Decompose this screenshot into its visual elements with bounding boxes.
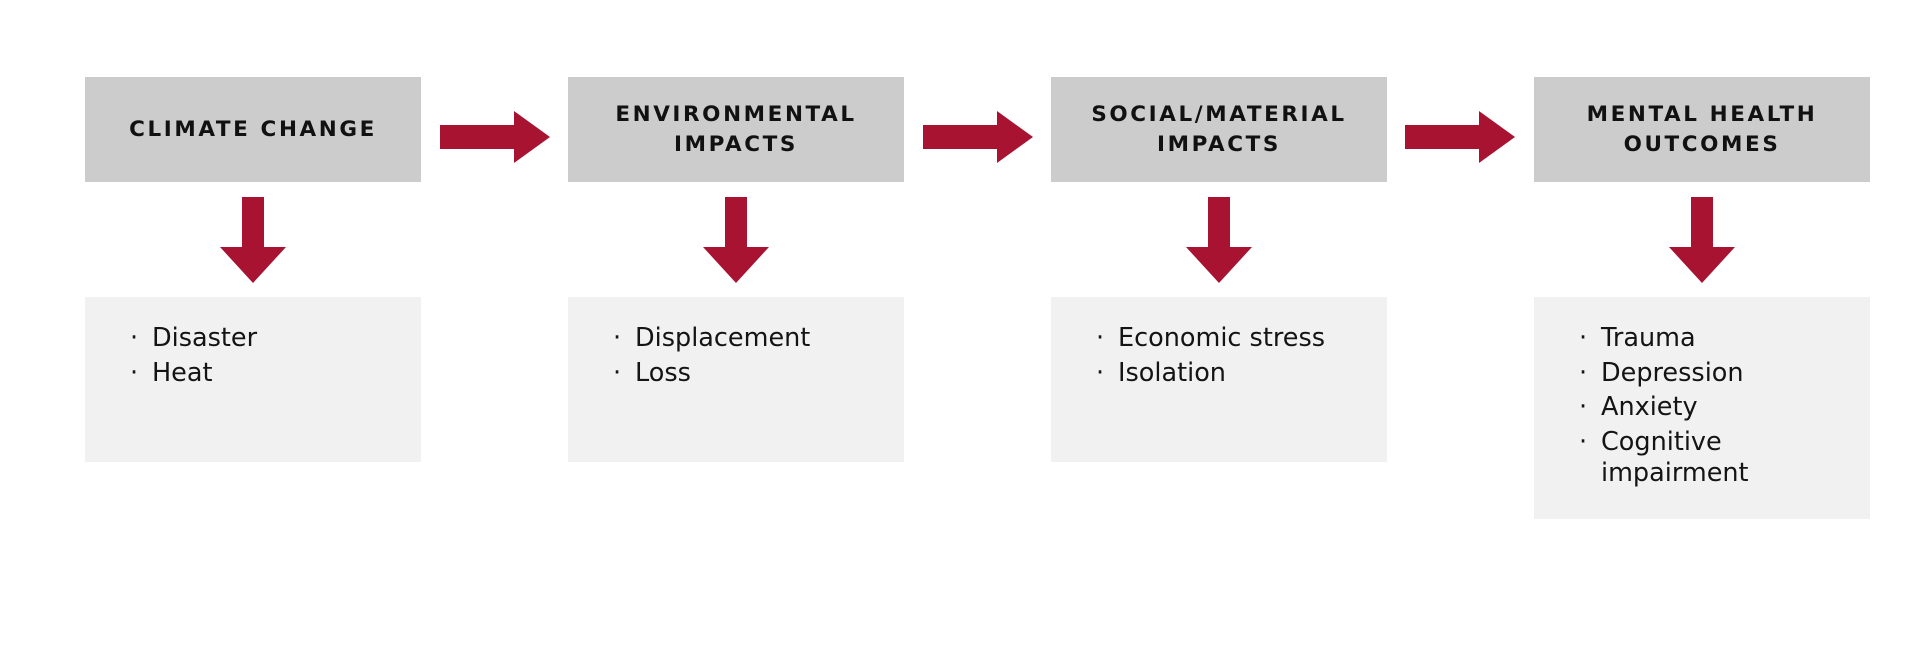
list-item: · Anxiety: [1579, 392, 1848, 424]
connector-arrow-3: [1405, 111, 1515, 163]
connector-arrow-2: [923, 111, 1033, 163]
bullet-icon: ·: [1579, 357, 1588, 388]
list-item: · Cognitive impairment: [1579, 427, 1848, 490]
bullet-icon: ·: [130, 323, 139, 353]
detail-box-climate-change: · Disaster · Heat: [85, 297, 421, 462]
down-arrow-icon: [1669, 196, 1735, 283]
stage-header-label: SOCIAL/MATERIAL IMPACTS: [1091, 102, 1347, 157]
bullet-icon: ·: [1096, 357, 1105, 388]
detail-list-mental-health-outcomes: · Trauma · Depression · Anxiety · Cognit…: [1534, 323, 1870, 490]
list-item-label: Loss: [635, 357, 691, 388]
list-item-label: Isolation: [1118, 357, 1226, 388]
down-arrow-wrap-environmental-impacts: [568, 182, 904, 297]
list-item-label: Depression: [1601, 357, 1744, 388]
list-item: · Displacement: [613, 323, 882, 355]
list-item: · Isolation: [1096, 358, 1365, 390]
flow-columns: CLIMATE CHANGE · Disaster · Heat: [85, 77, 1870, 520]
detail-box-environmental-impacts: · Displacement · Loss: [568, 297, 904, 462]
down-arrow-icon: [220, 196, 286, 283]
bullet-icon: ·: [613, 357, 622, 388]
stage-header-label: ENVIRONMENTAL IMPACTS: [615, 102, 857, 157]
list-item-label: Disaster: [152, 323, 258, 353]
bullet-icon: ·: [1096, 323, 1105, 353]
flow-column-climate-change: CLIMATE CHANGE · Disaster · Heat: [85, 77, 421, 462]
list-item-label: Economic stress: [1118, 323, 1326, 353]
list-item-label: Displacement: [635, 323, 811, 353]
flow-column-social-material-impacts: SOCIAL/MATERIAL IMPACTS · Economic stres…: [1051, 77, 1387, 462]
connector-arrow-1: [440, 111, 550, 163]
stage-header-social-material-impacts: SOCIAL/MATERIAL IMPACTS: [1051, 77, 1387, 182]
stage-header-label: MENTAL HEALTH OUTCOMES: [1586, 102, 1818, 157]
detail-list-social-material-impacts: · Economic stress · Isolation: [1051, 323, 1387, 389]
bullet-icon: ·: [1579, 323, 1588, 353]
list-item-label: Anxiety: [1601, 392, 1698, 423]
flow-column-mental-health-outcomes: MENTAL HEALTH OUTCOMES · Trauma · Depres…: [1534, 77, 1870, 520]
list-item: · Heat: [130, 358, 399, 390]
bullet-icon: ·: [1579, 392, 1588, 423]
list-item-label: Cognitive impairment: [1601, 426, 1749, 489]
list-item: · Depression: [1579, 358, 1848, 390]
bullet-icon: ·: [613, 323, 622, 353]
detail-box-mental-health-outcomes: · Trauma · Depression · Anxiety · Cognit…: [1534, 297, 1870, 520]
stage-header-environmental-impacts: ENVIRONMENTAL IMPACTS: [568, 77, 904, 182]
right-arrow-icon: [1405, 111, 1515, 163]
list-item-label: Heat: [152, 357, 213, 388]
list-item: · Trauma: [1579, 323, 1848, 355]
down-arrow-wrap-social-material-impacts: [1051, 182, 1387, 297]
bullet-icon: ·: [1579, 426, 1588, 457]
detail-list-climate-change: · Disaster · Heat: [85, 323, 421, 389]
list-item-label: Trauma: [1601, 323, 1696, 353]
detail-box-social-material-impacts: · Economic stress · Isolation: [1051, 297, 1387, 462]
bullet-icon: ·: [130, 357, 139, 388]
down-arrow-icon: [703, 196, 769, 283]
detail-list-environmental-impacts: · Displacement · Loss: [568, 323, 904, 389]
right-arrow-icon: [440, 111, 550, 163]
right-arrow-icon: [923, 111, 1033, 163]
down-arrow-icon: [1186, 196, 1252, 283]
flow-column-environmental-impacts: ENVIRONMENTAL IMPACTS · Displacement · L…: [568, 77, 904, 462]
stage-header-mental-health-outcomes: MENTAL HEALTH OUTCOMES: [1534, 77, 1870, 182]
list-item: · Disaster: [130, 323, 399, 355]
stage-header-label: CLIMATE CHANGE: [129, 116, 377, 142]
list-item: · Loss: [613, 358, 882, 390]
down-arrow-wrap-mental-health-outcomes: [1534, 182, 1870, 297]
list-item: · Economic stress: [1096, 323, 1365, 355]
stage-header-climate-change: CLIMATE CHANGE: [85, 77, 421, 182]
down-arrow-wrap-climate-change: [85, 182, 421, 297]
